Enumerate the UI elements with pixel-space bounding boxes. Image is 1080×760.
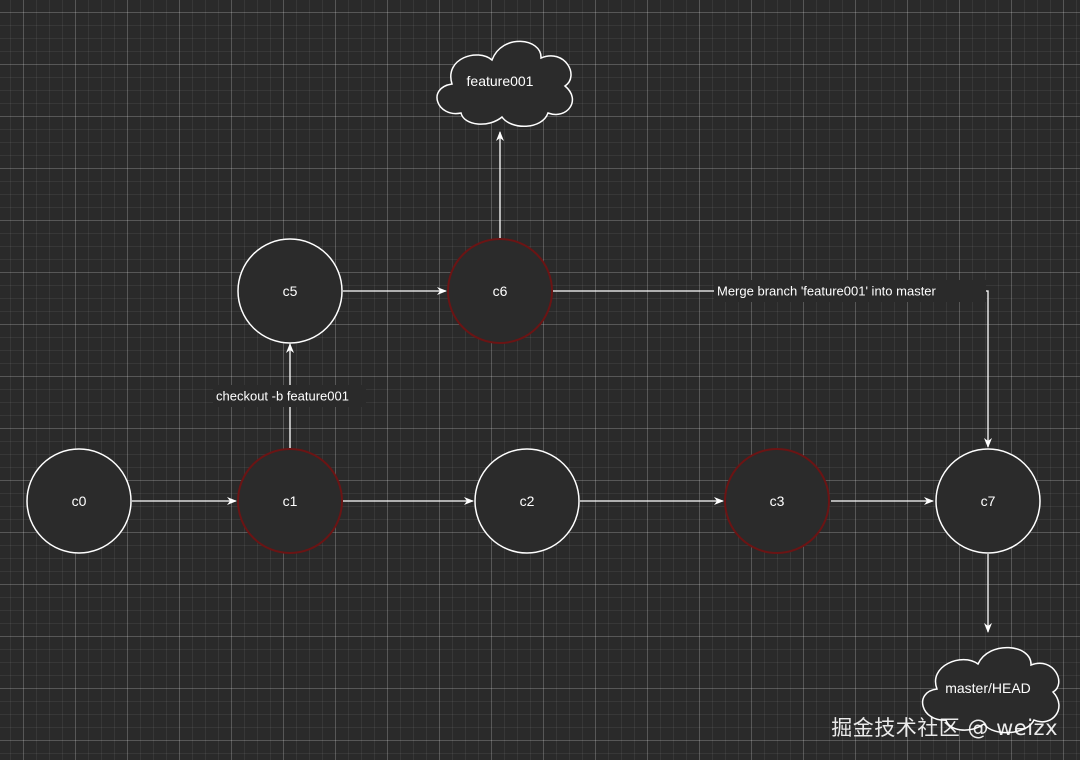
commit-label-c1: c1 <box>283 493 298 509</box>
watermark: 掘金技术社区 @ weizx <box>831 716 1058 740</box>
merge-label-bg <box>714 280 986 302</box>
commit-label-c0: c0 <box>72 493 87 509</box>
commit-label-c7: c7 <box>981 493 996 509</box>
commit-node-c6: c6 <box>447 238 553 344</box>
commit-node-c3: c3 <box>724 448 830 554</box>
checkout-label: checkout -b feature001 <box>216 389 349 404</box>
commit-node-c1: c1 <box>237 448 343 554</box>
commit-node-c0: c0 <box>26 448 132 554</box>
commit-node-c2: c2 <box>474 448 580 554</box>
commit-node-c5: c5 <box>237 238 343 344</box>
cloud-icon <box>921 646 1060 734</box>
branch-cloud-master: master/HEAD <box>921 646 1060 734</box>
branch-label-feature: feature001 <box>467 73 534 89</box>
branch-cloud-feature: feature001 <box>436 40 574 128</box>
commit-label-c6: c6 <box>493 283 508 299</box>
merge-label: Merge branch 'feature001' into master <box>717 284 937 299</box>
commit-label-c5: c5 <box>283 283 298 299</box>
checkout-label-bg <box>213 385 366 407</box>
edge-c6-c7-merge <box>553 290 992 448</box>
commit-label-c2: c2 <box>520 493 535 509</box>
commit-node-c7: c7 <box>935 448 1041 554</box>
cloud-icon <box>436 40 574 128</box>
commit-label-c3: c3 <box>770 493 785 509</box>
branch-label-master: master/HEAD <box>945 680 1031 696</box>
edges <box>132 131 992 633</box>
